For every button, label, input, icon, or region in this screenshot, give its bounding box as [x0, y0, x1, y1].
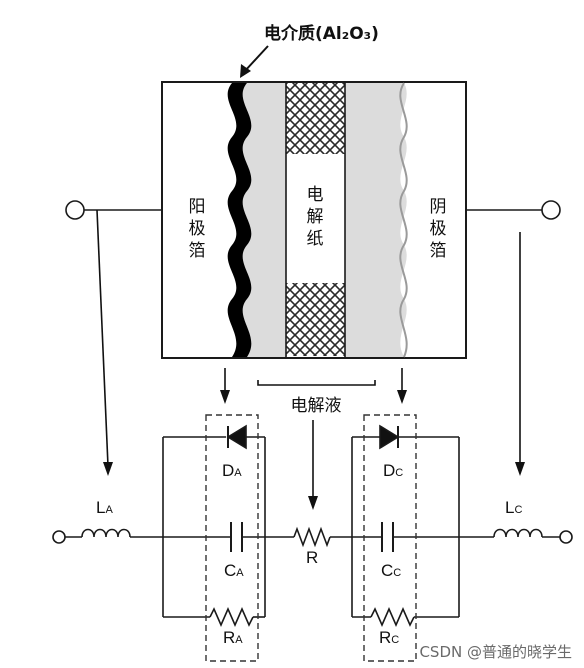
svg-text:R: R: [306, 548, 318, 567]
watermark: CSDN @普通的晓学生: [419, 643, 572, 661]
cathode-foil-label-1: 阴: [430, 197, 447, 217]
cathode-foil-label-2: 极: [430, 219, 447, 239]
paper-hatch-bottom: [286, 283, 345, 356]
electrolyte-layer-left: [242, 83, 286, 357]
paper-middle: [286, 154, 345, 283]
dielectric-pointer-arrow: [243, 45, 269, 73]
capacitor-structure: 电介质(Al₂O₃) 阳 极 箔 电 解 纸 阴 极 箔: [65, 23, 561, 359]
inductor-LA: [81, 528, 131, 538]
resistor-R: [293, 526, 331, 548]
dashed-box-anode: [205, 414, 259, 662]
paper-label-1: 电: [307, 185, 324, 205]
paper-label-2: 解: [307, 207, 324, 227]
anode-terminal: [65, 200, 85, 220]
component-labels: LA DA CA RA R DC CC RC LC: [96, 461, 522, 647]
svg-text:DA: DA: [222, 461, 242, 480]
equivalent-circuit: [52, 414, 573, 662]
cathode-terminal: [541, 200, 561, 220]
anode-foil-label-3: 箔: [189, 241, 206, 261]
anode-foil-label-1: 阳: [189, 197, 206, 217]
anode-foil-dielectric: [227, 83, 252, 357]
electrolyte-label: 电解液: [291, 396, 342, 416]
svg-text:RC: RC: [379, 628, 399, 647]
svg-text:LA: LA: [96, 498, 113, 517]
diode-DA: [226, 424, 247, 450]
cathode-foil-label-3: 箔: [430, 241, 447, 261]
dielectric-label: 电介质(Al₂O₃): [264, 23, 379, 44]
resistor-RC: [370, 607, 415, 627]
svg-text:DC: DC: [383, 461, 403, 480]
anode-foil-label-2: 极: [189, 219, 206, 239]
terminal-left: [52, 530, 66, 544]
resistor-RA: [209, 607, 254, 627]
svg-text:RA: RA: [223, 628, 243, 647]
dashed-box-cathode: [363, 414, 417, 662]
cathode-foil-edge: [399, 82, 408, 358]
svg-text:LC: LC: [505, 498, 522, 517]
svg-text:CC: CC: [381, 561, 401, 580]
svg-text:CA: CA: [224, 561, 244, 580]
paper-label-3: 纸: [307, 229, 324, 249]
paper-hatch-top: [286, 83, 345, 154]
terminal-right: [559, 530, 573, 544]
inductor-LC: [493, 528, 543, 538]
mapping-arrows: [96, 209, 525, 510]
electrolyte-layer-right: [345, 83, 407, 357]
diode-DC: [379, 424, 400, 450]
